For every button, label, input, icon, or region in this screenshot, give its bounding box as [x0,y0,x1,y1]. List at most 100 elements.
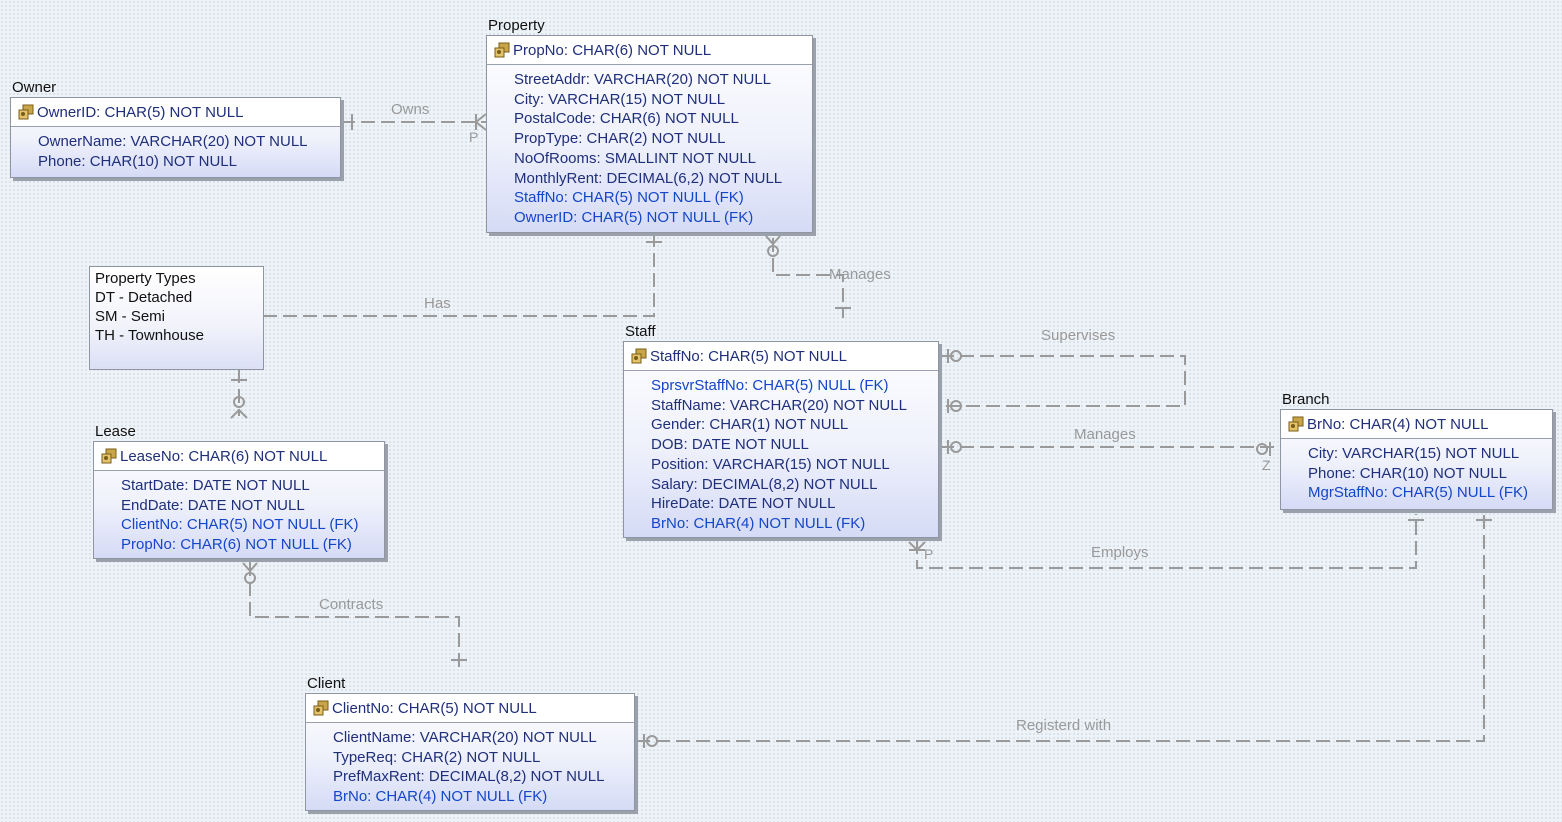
note-zero-mark [233,396,245,408]
staff-entity[interactable]: Staff StaffNo: CHAR(5) NOT NULL SprsvrSt… [623,323,939,538]
manages-prop-zero-mark [767,245,779,257]
lease-entity-box: LeaseNo: CHAR(6) NOT NULL StartDate: DAT… [93,441,385,559]
staff-attr-salary: Salary: DECIMAL(8,2) NOT NULL [651,475,878,493]
cardinality-employs: P [924,546,934,562]
lease-attr-clientno-fk: ClientNo: CHAR(5) NOT NULL (FK) [121,516,359,534]
client-entity-title: Client [307,675,346,692]
branch-attributes: City: VARCHAR(15) NOT NULL Phone: CHAR(1… [1308,444,1528,503]
supervises-zero-bottom [950,400,962,412]
property-attr-staffno-fk: StaffNo: CHAR(5) NOT NULL (FK) [514,189,744,207]
owner-entity-box: OwnerID: CHAR(5) NOT NULL OwnerName: VAR… [10,97,341,178]
primary-key-icon [494,42,510,58]
owner-pk-row: OwnerID: CHAR(5) NOT NULL [11,98,340,127]
owner-pk-text: OwnerID: CHAR(5) NOT NULL [37,104,244,121]
branch-pk-text: BrNo: CHAR(4) NOT NULL [1307,416,1489,433]
supervises-zero-top [950,350,962,362]
property-attr-postalcode: PostalCode: CHAR(6) NOT NULL [514,110,739,128]
property-attr-ownerid-fk: OwnerID: CHAR(5) NOT NULL (FK) [514,208,754,226]
rel-label-manages-property[interactable]: Manages [829,266,891,283]
rel-label-supervises[interactable]: Supervises [1041,327,1116,344]
branch-entity-title: Branch [1282,391,1330,408]
property-entity-title: Property [488,17,545,34]
property-attr-proptype: PropType: CHAR(2) NOT NULL [514,130,726,148]
rel-contracts-line [249,562,460,668]
note-line-townhouse: TH - Townhouse [95,327,204,344]
owns-many-mark [474,113,487,131]
primary-key-icon [631,348,647,364]
rel-label-contracts[interactable]: Contracts [319,596,384,613]
lease-entity[interactable]: Lease LeaseNo: CHAR(6) NOT NULL StartDat… [93,423,385,559]
owner-attr-phone: Phone: CHAR(10) NOT NULL [38,152,237,170]
lease-attr-startdate: StartDate: DATE NOT NULL [121,477,310,494]
client-attr-typereq: TypeReq: CHAR(2) NOT NULL [333,748,541,766]
lease-attr-enddate: EndDate: DATE NOT NULL [121,496,305,514]
rel-label-has[interactable]: Has [424,295,451,312]
rel-label-employs[interactable]: Employs [1091,544,1149,561]
staff-attr-gender: Gender: CHAR(1) NOT NULL [651,416,849,434]
rel-has-line [263,235,655,317]
client-pk-row: ClientNo: CHAR(5) NOT NULL [306,694,634,723]
property-attributes: StreetAddr: VARCHAR(20) NOT NULL City: V… [514,70,782,228]
property-attr-noofrooms: NoOfRooms: SMALLINT NOT NULL [514,149,757,167]
manages-branch-zero-branch [1256,443,1268,455]
property-attr-streetaddr: StreetAddr: VARCHAR(20) NOT NULL [514,71,772,88]
staff-pk-text: StaffNo: CHAR(5) NOT NULL [650,348,847,365]
owner-entity[interactable]: Owner OwnerID: CHAR(5) NOT NULL OwnerNam… [10,79,341,178]
contracts-zero-mark [244,572,256,584]
cardinality-owns: P [469,129,479,145]
rel-label-registered[interactable]: Registerd with [1016,717,1112,734]
client-attr-prefmaxrent: PrefMaxRent: DECIMAL(8,2) NOT NULL [333,768,605,786]
note-line-detached: DT - Detached [95,289,193,306]
lease-entity-title: Lease [95,423,136,440]
staff-attr-position: Position: VARCHAR(15) NOT NULL [651,455,890,473]
property-attr-city: City: VARCHAR(15) NOT NULL [514,90,726,108]
branch-attr-phone: Phone: CHAR(10) NOT NULL [1308,464,1507,482]
branch-attr-mgrstaffno-fk: MgrStaffNo: CHAR(5) NULL (FK) [1308,484,1529,502]
employs-many-mark [908,541,926,552]
rel-employs-line [916,514,1417,569]
note-title: Property Types [95,270,196,287]
branch-entity[interactable]: Branch BrNo: CHAR(4) NOT NULL City: VARC… [1280,391,1553,510]
staff-attr-brno-fk: BrNo: CHAR(4) NOT NULL (FK) [651,514,866,532]
staff-entity-box: StaffNo: CHAR(5) NOT NULL SprsvrStaffNo:… [623,341,939,538]
property-entity-box: PropNo: CHAR(6) NOT NULL StreetAddr: VAR… [486,35,813,233]
branch-entity-box: BrNo: CHAR(4) NOT NULL City: VARCHAR(15)… [1280,409,1553,510]
property-types-note[interactable]: Property Types DT - Detached SM - Semi T… [89,266,264,370]
client-attr-brno-fk: BrNo: CHAR(4) NOT NULL (FK) [333,788,548,806]
rel-manages-property-line [772,238,844,318]
staff-attr-hiredate: HireDate: DATE NOT NULL [651,495,836,513]
client-entity[interactable]: Client ClientNo: CHAR(5) NOT NULL Client… [305,675,635,811]
lease-attributes: StartDate: DATE NOT NULL EndDate: DATE N… [121,476,359,555]
staff-attributes: SprsvrStaffNo: CHAR(5) NULL (FK) StaffNa… [651,376,907,534]
rel-label-owns[interactable]: Owns [391,101,430,118]
staff-attr-staffname: StaffName: VARCHAR(20) NOT NULL [651,396,907,414]
property-entity[interactable]: Property PropNo: CHAR(6) NOT NULL Street… [486,17,813,233]
owner-attr-ownername: OwnerName: VARCHAR(20) NOT NULL [38,133,308,150]
branch-pk-row: BrNo: CHAR(4) NOT NULL [1281,410,1552,439]
registered-zero-mark [646,735,658,747]
staff-attr-sprsvrstaffno-fk: SprsvrStaffNo: CHAR(5) NULL (FK) [651,377,889,394]
note-many-mark [230,408,248,419]
property-pk-text: PropNo: CHAR(6) NOT NULL [513,42,712,59]
client-entity-box: ClientNo: CHAR(5) NOT NULL ClientName: V… [305,693,635,811]
property-attr-monthlyrent: MonthlyRent: DECIMAL(6,2) NOT NULL [514,169,783,187]
rel-supervises-line [940,355,1186,407]
lease-attr-propno-fk: PropNo: CHAR(6) NOT NULL (FK) [121,536,352,554]
manages-branch-zero-staff [950,441,962,453]
client-pk-text: ClientNo: CHAR(5) NOT NULL [332,700,537,717]
owner-entity-title: Owner [12,79,57,96]
lease-pk-row: LeaseNo: CHAR(6) NOT NULL [94,442,384,471]
primary-key-icon [101,448,117,464]
staff-entity-title: Staff [625,323,656,340]
staff-pk-row: StaffNo: CHAR(5) NOT NULL [624,342,938,371]
primary-key-icon [18,104,34,120]
client-attr-clientname: ClientName: VARCHAR(20) NOT NULL [333,729,597,746]
rel-label-manages-branch[interactable]: Manages [1074,426,1136,443]
contracts-many-mark [242,562,258,573]
manages-prop-many-mark [765,235,781,246]
rel-registered-line [636,514,1485,742]
primary-key-icon [313,700,329,716]
lease-pk-text: LeaseNo: CHAR(6) NOT NULL [120,448,328,465]
